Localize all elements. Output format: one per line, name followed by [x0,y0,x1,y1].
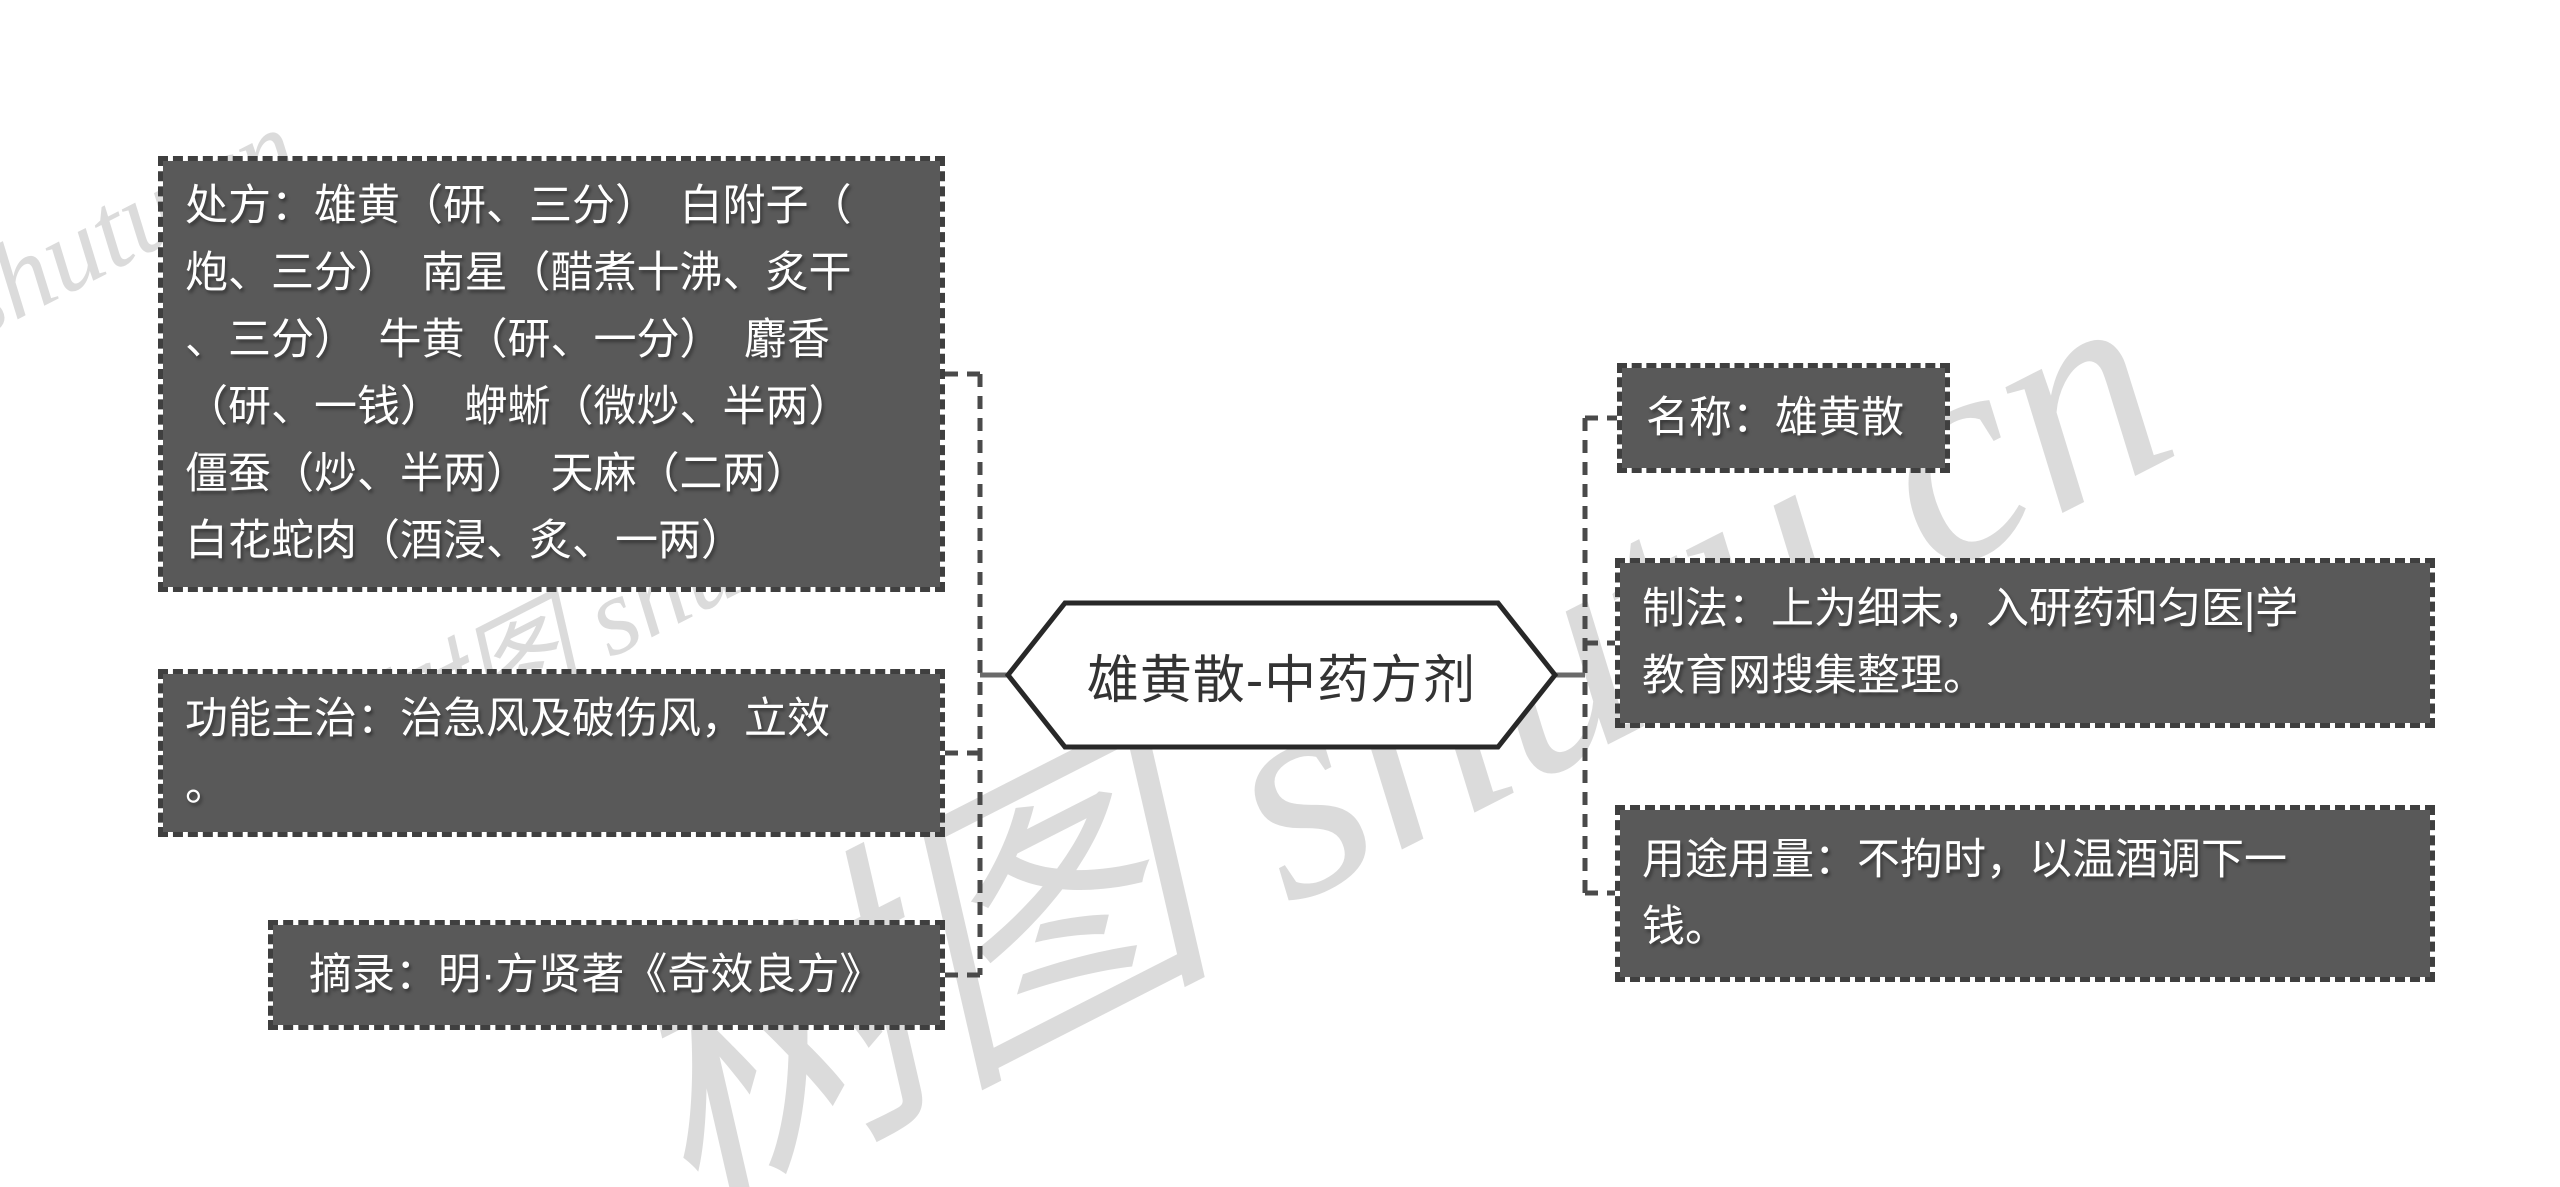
right-connectors [1582,415,1617,896]
node-indications[interactable]: 功能主治：治急风及破伤风，立效 。 [158,669,945,837]
center-node-shape [1004,600,1559,750]
node-name-text: 名称：雄黄散 [1646,393,1904,442]
node-preparation[interactable]: 制法：上为细末，入研药和匀医|学 教育网搜集整理。 [1615,558,2435,728]
node-name[interactable]: 名称：雄黄散 [1617,363,1950,473]
node-source[interactable]: 摘录：明·方贤著《奇效良方》 [268,920,945,1030]
center-node-label[interactable]: 雄黄散-中药方剂 [1086,651,1477,710]
left-connectors [945,371,983,978]
node-preparation-text: 制法：上为细末，入研药和匀医|学 教育网搜集整理。 [1642,585,2299,700]
node-dosage-text: 用途用量：不拘时，以温酒调下一 钱。 [1642,835,2287,951]
node-prescription[interactable]: 处方：雄黄（研、三分） 白附子（ 炮、三分） 南星（醋煮十沸、炙干 、三分） 牛… [158,156,945,592]
node-dosage[interactable]: 用途用量：不拘时，以温酒调下一 钱。 [1615,805,2435,982]
node-source-text: 摘录：明·方贤著《奇效良方》 [309,950,883,999]
node-indications-text: 功能主治：治急风及破伤风，立效 。 [185,695,830,810]
node-prescription-text: 处方：雄黄（研、三分） 白附子（ 炮、三分） 南星（醋煮十沸、炙干 、三分） 牛… [185,182,852,565]
